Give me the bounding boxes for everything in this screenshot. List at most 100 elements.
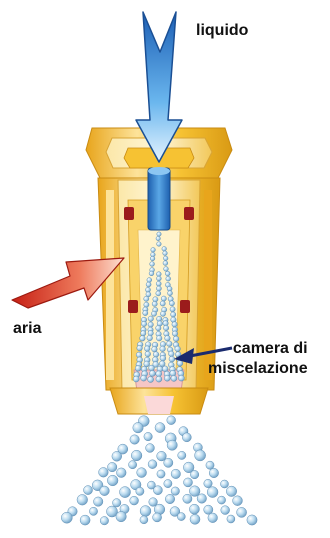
droplet — [99, 468, 109, 478]
droplet — [113, 499, 121, 507]
droplet — [163, 261, 168, 266]
droplet — [164, 375, 170, 381]
droplet — [169, 356, 175, 362]
droplet — [140, 506, 151, 517]
droplet — [177, 360, 183, 366]
droplet — [172, 331, 177, 336]
droplet — [153, 297, 158, 302]
droplet — [190, 514, 200, 524]
droplet — [148, 316, 153, 321]
droplet — [156, 335, 162, 341]
droplet — [221, 506, 230, 515]
droplet — [166, 276, 171, 281]
droplet — [156, 236, 160, 240]
droplet — [226, 486, 236, 496]
droplet — [178, 451, 186, 459]
droplet — [120, 487, 131, 498]
droplet — [144, 432, 152, 440]
mixing-chamber-label-line1: camera di — [208, 339, 308, 359]
droplet — [189, 504, 199, 514]
mixing-chamber-label: camera di miscelazione — [208, 339, 308, 379]
droplet — [164, 267, 169, 272]
droplet — [159, 361, 165, 367]
droplet — [209, 468, 218, 477]
air-label: aria — [13, 319, 41, 339]
droplet — [204, 479, 212, 487]
droplet — [135, 365, 141, 371]
droplet — [152, 301, 157, 306]
droplet — [148, 330, 153, 335]
droplet — [221, 480, 229, 488]
droplet — [168, 291, 173, 296]
droplet — [152, 346, 158, 352]
droplet — [156, 376, 162, 382]
droplet — [80, 515, 90, 525]
droplet — [94, 497, 103, 506]
droplet — [157, 232, 161, 236]
mixing-chamber-label-line2: miscelazione — [208, 359, 308, 379]
droplet — [156, 272, 161, 277]
droplet — [170, 307, 175, 312]
droplet — [162, 366, 168, 372]
droplet — [153, 352, 159, 358]
droplet — [133, 423, 143, 433]
droplet — [156, 291, 161, 296]
spray-droplets — [61, 416, 257, 525]
droplet — [155, 423, 165, 433]
droplet — [131, 450, 142, 461]
droplet — [117, 468, 127, 478]
droplet — [148, 460, 157, 469]
droplet — [149, 365, 155, 371]
droplet — [149, 370, 155, 376]
droplet — [171, 375, 177, 381]
droplet — [89, 507, 97, 515]
droplet — [164, 480, 172, 488]
liquid-label: liquido — [196, 21, 248, 41]
droplet — [150, 256, 155, 261]
droplet — [156, 325, 161, 330]
droplet — [190, 470, 198, 478]
droplet — [148, 322, 153, 327]
droplet — [184, 478, 193, 487]
droplet — [175, 346, 181, 352]
droplet — [237, 507, 247, 517]
droplet — [144, 361, 150, 367]
droplet — [161, 296, 166, 301]
droplet — [171, 312, 176, 317]
droplet — [157, 242, 162, 247]
droplet — [177, 513, 185, 521]
droplet — [208, 513, 218, 523]
droplet — [233, 496, 243, 506]
droplet — [173, 336, 179, 342]
droplet — [146, 282, 151, 287]
droplet — [156, 286, 161, 291]
droplet — [195, 450, 206, 461]
droplet — [160, 355, 166, 361]
droplet — [112, 451, 122, 461]
droplet — [133, 376, 139, 382]
droplet — [165, 271, 170, 276]
droplet — [130, 496, 139, 505]
droplet — [140, 516, 148, 524]
droplet — [172, 322, 177, 327]
droplet — [163, 256, 168, 261]
droplet — [162, 247, 167, 252]
droplet — [144, 296, 149, 301]
droplet — [169, 301, 174, 306]
droplet — [116, 511, 126, 521]
droplet — [130, 435, 139, 444]
droplet — [157, 276, 162, 281]
droplet — [153, 486, 162, 495]
droplet — [164, 458, 173, 467]
droplet — [143, 310, 148, 315]
droplet — [197, 494, 206, 503]
droplet — [206, 461, 214, 469]
droplet — [141, 375, 147, 381]
droplet — [147, 335, 153, 341]
droplet — [167, 440, 177, 450]
droplet — [149, 271, 154, 276]
droplet — [178, 375, 184, 381]
droplet — [144, 302, 149, 307]
droplet — [146, 444, 155, 453]
